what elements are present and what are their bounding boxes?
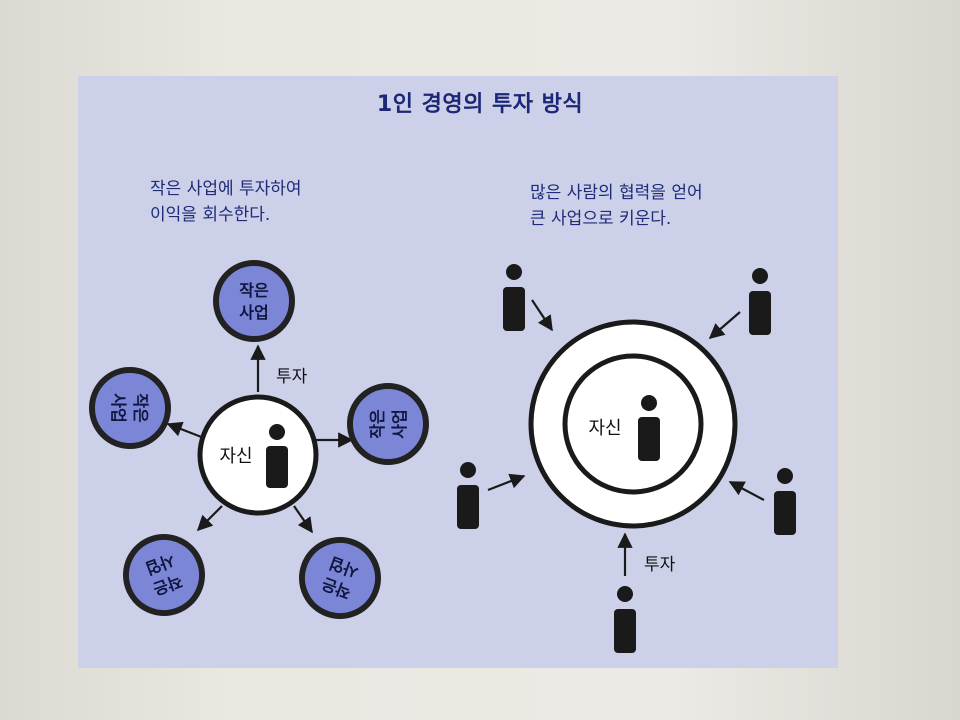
person-icon	[457, 462, 479, 529]
cooperation-arrow-top-left	[531, 299, 553, 332]
invest-arrow-bottom-left	[196, 505, 223, 532]
person-icon	[638, 395, 660, 461]
cooperation-arrow-right	[728, 481, 765, 501]
business-label-line2: 사업	[390, 409, 409, 438]
invest-arrow-left	[166, 421, 205, 440]
right-caption-line2: 큰 사업으로 키운다.	[530, 209, 672, 229]
self-label-right: 자신	[588, 418, 621, 439]
left-caption-line1: 작은 사업에 투자하여	[150, 179, 302, 199]
person-icon	[503, 264, 525, 331]
invest-label-right: 투자	[644, 555, 676, 575]
invest-arrow-bottom-right	[293, 505, 313, 534]
business-label-line1: 작은	[239, 281, 269, 300]
right-caption-line1: 많은 사람의 협력을 얻어	[530, 183, 703, 203]
right-caption: 많은 사람의 협력을 얻어 큰 사업으로 키운다.	[530, 180, 703, 232]
left-caption: 작은 사업에 투자하여 이익을 회수한다.	[150, 176, 302, 228]
business-label-line1: 작은	[368, 409, 387, 439]
inner-ring	[562, 353, 704, 495]
business-circle-bottom-right: 작은 사업	[299, 537, 381, 619]
invest-label-left: 투자	[276, 367, 308, 387]
business-label-line1: 작은	[131, 393, 150, 423]
business-circle-left: 작은 사업	[89, 367, 171, 449]
business-label-line2: 사업	[109, 393, 128, 422]
business-circle-bottom-left: 작은 사업	[123, 534, 205, 617]
self-circle-left	[197, 394, 319, 516]
cooperation-arrow-top-right	[708, 311, 741, 340]
business-label-line2: 사업	[239, 303, 268, 322]
person-icon	[266, 424, 288, 488]
business-circle-right: 작은 사업	[347, 383, 429, 465]
business-circle-top: 작은 사업	[213, 260, 295, 342]
cooperation-arrow-left	[487, 473, 526, 492]
person-icon	[774, 468, 796, 535]
self-label-left: 자신	[219, 446, 252, 467]
diagram-title: 1인 경영의 투자 방식	[376, 92, 584, 117]
person-icon	[749, 268, 771, 335]
left-caption-line2: 이익을 회수한다.	[150, 205, 271, 225]
person-icon	[614, 586, 636, 653]
